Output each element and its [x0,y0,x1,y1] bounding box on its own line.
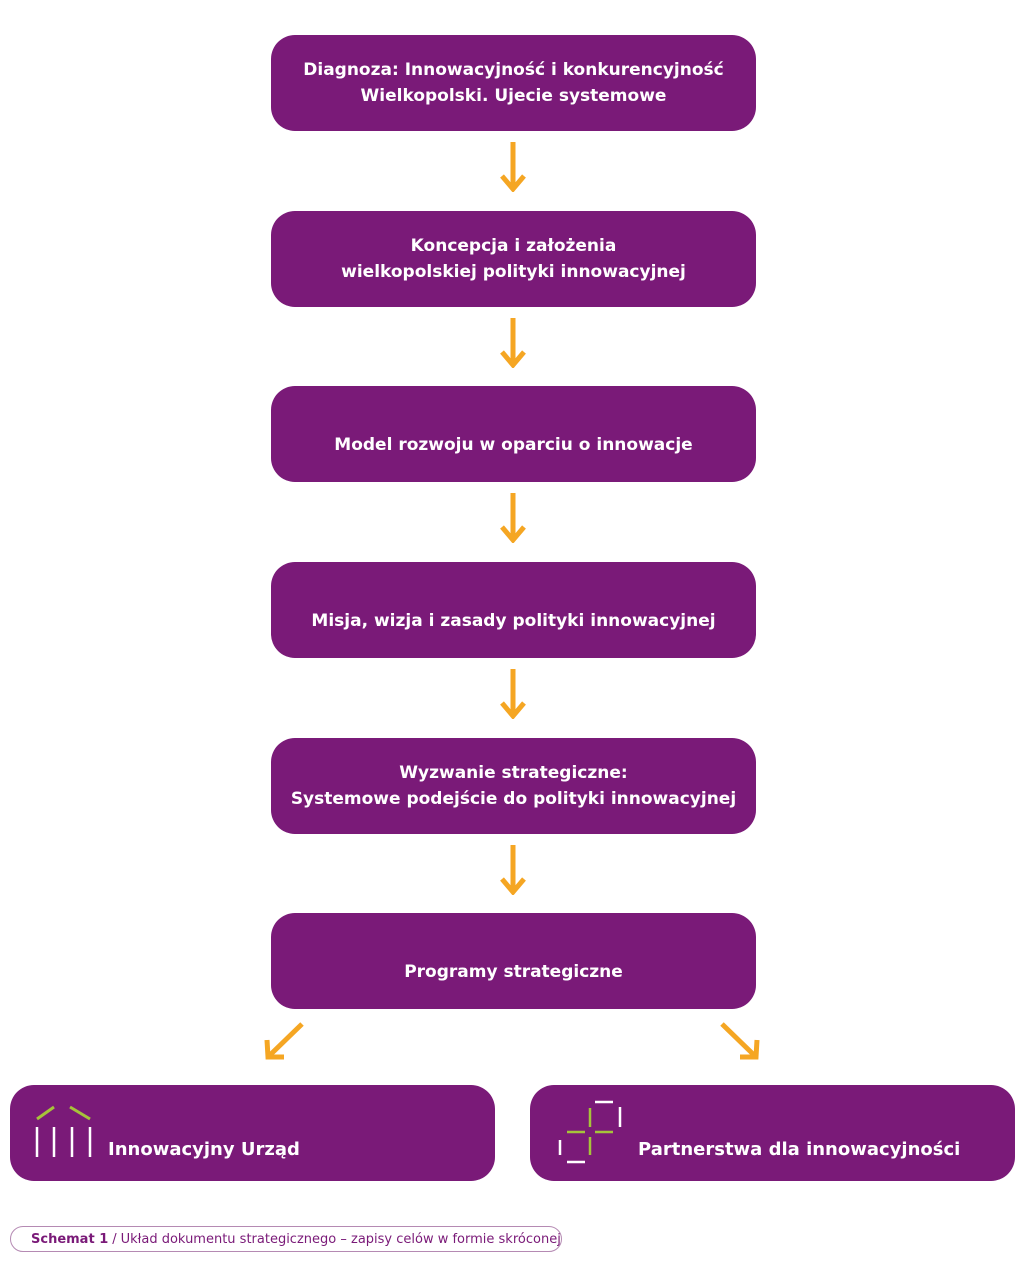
step-challenge: Wyzwanie strategiczne: Systemowe podejści… [271,738,756,834]
program-innovative-office: Innowacyjny Urząd [10,1085,495,1181]
arrow-down-icon [500,669,526,719]
arrow-down-icon [500,493,526,543]
step-line: Diagnoza: Innowacyjność i konkurencyjnoś… [303,60,724,80]
caption-label: Schemat 1 [31,1231,109,1247]
step-line: Koncepcja i założenia [410,236,617,256]
step-diagnosis: Diagnoza: Innowacyjność i konkurencyjnoś… [271,35,756,131]
step-concept: Koncepcja i założenia wielkopolskiej poli… [271,211,756,307]
step-line: Programy strategiczne [404,962,623,982]
program-label: Innowacyjny Urząd [108,1139,300,1160]
figure-caption: Schemat 1 / Układ dokumentu strategiczne… [10,1226,562,1252]
arrow-down-icon [500,142,526,192]
step-line: Wyzwanie strategiczne: [399,763,628,783]
step-line: Wielkopolski. Ujecie systemowe [360,86,667,106]
program-partnerships: Partnerstwa dla innowacyjności [530,1085,1015,1181]
arrow-down-left-icon [264,1022,304,1060]
step-line: Model rozwoju w oparciu o innowacje [334,435,693,455]
arrow-down-right-icon [720,1022,760,1060]
step-line: Misja, wizja i zasady polityki innowacyj… [311,611,716,631]
step-programs: Programy strategiczne [271,913,756,1009]
step-mission: Misja, wizja i zasady polityki innowacyj… [271,562,756,658]
step-model: Model rozwoju w oparciu o innowacje [271,386,756,482]
step-line: Systemowe podejście do polityki innowacy… [290,789,737,809]
arrow-down-icon [500,318,526,368]
step-line: wielkopolskiej polityki innowacyjnej [341,262,686,282]
caption-text: Układ dokumentu strategicznego – zapisy … [120,1231,561,1247]
arrow-down-icon [500,845,526,895]
caption-separator: / [112,1231,117,1247]
building-icon [35,1105,92,1157]
program-label: Partnerstwa dla innowacyjności [638,1139,961,1160]
partnership-icon [558,1100,622,1164]
